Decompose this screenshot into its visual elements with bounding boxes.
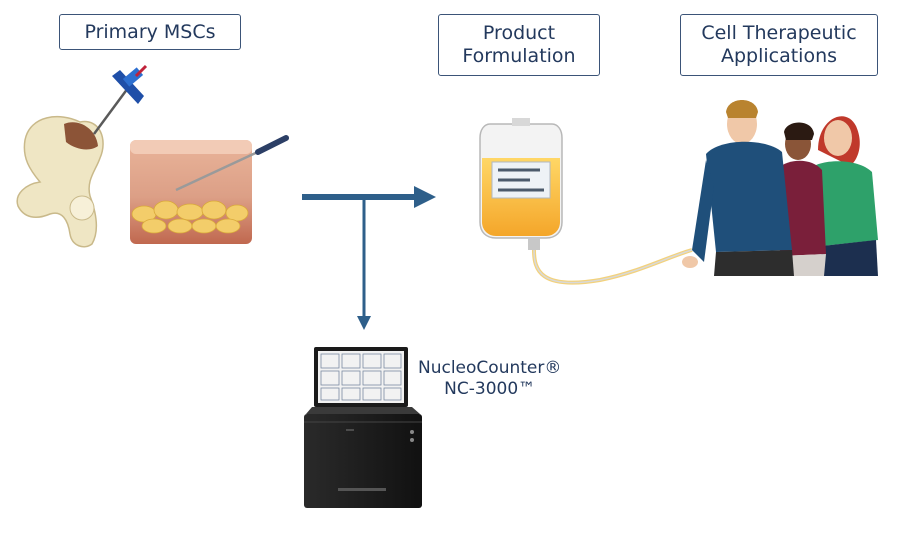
product-formulation-line-2: Formulation [462, 45, 576, 67]
cell-therapeutic-line-1: Cell Therapeutic [701, 22, 857, 44]
cell-therapeutic-line-2: Applications [720, 45, 838, 67]
flow-arrows [302, 186, 436, 330]
primary-mscs-text: Primary MSCs [84, 20, 216, 43]
product-formulation-line-1: Product [482, 22, 556, 44]
device-name-line-1: NucleoCounter® [418, 358, 562, 378]
nucleocounter-device-icon [304, 347, 422, 508]
cell-therapeutic-applications-label: Cell Therapeutic Applications [680, 14, 878, 76]
product-formulation-label: Product Formulation [438, 14, 600, 76]
device-name-line-2: NC-3000™ [444, 379, 536, 399]
primary-mscs-label: Primary MSCs [59, 14, 241, 50]
hip-bone-icon [16, 64, 148, 248]
device-name-label: NucleoCounter® NC-3000™ [418, 358, 561, 400]
iv-bag-icon [479, 118, 693, 285]
patients-group-icon [682, 100, 878, 276]
adipose-tissue-icon [130, 135, 289, 244]
